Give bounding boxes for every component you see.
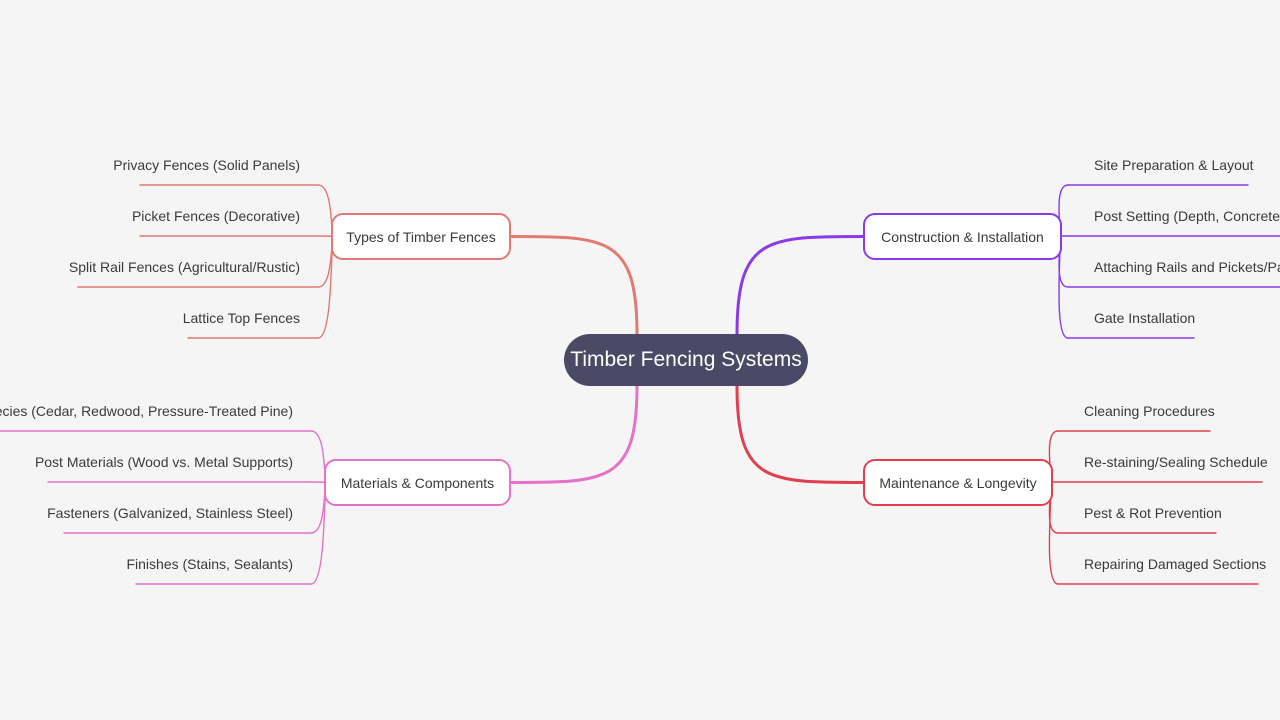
leaf-types-2[interactable]: Picket Fences (Decorative)	[131, 208, 300, 224]
leaf-types-4[interactable]: Lattice Top Fences	[182, 310, 300, 326]
leaf-types-1[interactable]: Privacy Fences (Solid Panels)	[113, 157, 300, 173]
leaf-construction-1[interactable]: Site Preparation & Layout	[1094, 157, 1254, 173]
leaf-materials-3[interactable]: Fasteners (Galvanized, Stainless Steel)	[47, 505, 293, 521]
leaf-maintenance-4[interactable]: Repairing Damaged Sections	[1084, 556, 1267, 572]
leaf-materials-1[interactable]: Species (Cedar, Redwood, Pressure-Treate…	[0, 403, 293, 419]
leaf-maintenance-1[interactable]: Cleaning Procedures	[1084, 403, 1215, 419]
leaf-maintenance-2[interactable]: Re-staining/Sealing Schedule	[1084, 454, 1268, 470]
connector-root-types	[509, 235, 639, 336]
branch-materials-and-components[interactable]: Materials & Components	[324, 459, 511, 506]
branch-construction-and-installation[interactable]: Construction & Installation	[863, 213, 1062, 260]
leaf-construction-2[interactable]: Post Setting (Depth, Concrete/Gravel)	[1094, 208, 1280, 224]
leaf-construction-3[interactable]: Attaching Rails and Pickets/Panels	[1094, 259, 1280, 275]
leaf-maintenance-3[interactable]: Pest & Rot Prevention	[1084, 505, 1222, 521]
branch-types-of-timber-fences[interactable]: Types of Timber Fences	[331, 213, 511, 260]
leaf-materials-4[interactable]: Finishes (Stains, Sealants)	[126, 556, 293, 572]
leaf-types-3[interactable]: Split Rail Fences (Agricultural/Rustic)	[68, 259, 300, 275]
connector-root-maintenance	[735, 384, 865, 484]
leaf-construction-4[interactable]: Gate Installation	[1094, 310, 1196, 326]
connector-root-construction	[735, 235, 865, 336]
branch-maintenance-and-longevity[interactable]: Maintenance & Longevity	[863, 459, 1053, 506]
connector-root-materials	[509, 384, 639, 484]
leaf-materials-2[interactable]: Post Materials (Wood vs. Metal Supports)	[34, 454, 293, 470]
central-topic[interactable]: Timber Fencing Systems	[564, 334, 808, 386]
